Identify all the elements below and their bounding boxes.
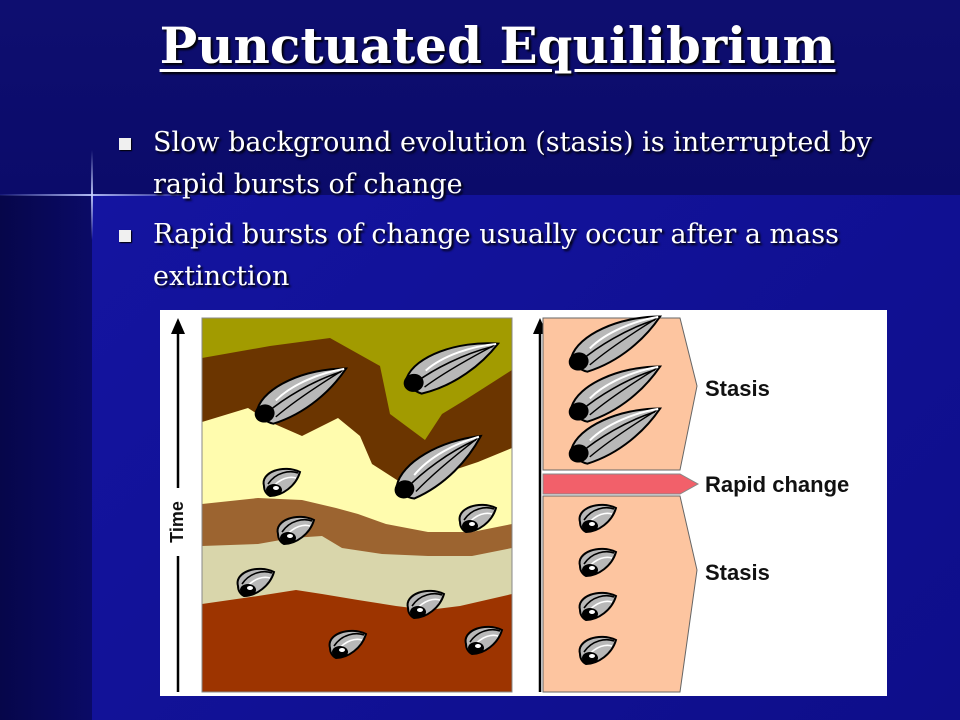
label-stasis-lower: Stasis	[705, 560, 770, 585]
bullet-text: Slow background evolution (stasis) is in…	[153, 127, 872, 200]
stasis-block-lower	[542, 495, 698, 693]
lens-flare-vertical	[91, 150, 93, 240]
punctuated-equilibrium-figure: Time	[160, 310, 887, 696]
bullet-item: Slow background evolution (stasis) is in…	[118, 122, 928, 206]
lineage-panel: Stasis Rapid change Stasis	[533, 311, 849, 693]
bullet-list: Slow background evolution (stasis) is in…	[118, 122, 928, 306]
background-top-band	[0, 0, 960, 195]
label-stasis-upper: Stasis	[705, 376, 770, 401]
figure-svg: Time	[167, 311, 849, 693]
time-axis-label: Time	[167, 501, 187, 543]
label-rapid-change: Rapid change	[705, 472, 849, 497]
slide-title: Punctuated Equilibrium	[159, 16, 836, 75]
strata-panel	[201, 317, 513, 693]
bullet-item: Rapid bursts of change usually occur aft…	[118, 214, 928, 298]
rapid-change-bar	[542, 473, 700, 495]
lens-flare-horizontal	[0, 194, 200, 196]
square-bullet-icon	[119, 230, 131, 242]
bullet-text: Rapid bursts of change usually occur aft…	[153, 219, 839, 292]
time-arrow-head-icon	[171, 318, 185, 334]
strata-border	[201, 317, 513, 693]
square-bullet-icon	[119, 138, 131, 150]
